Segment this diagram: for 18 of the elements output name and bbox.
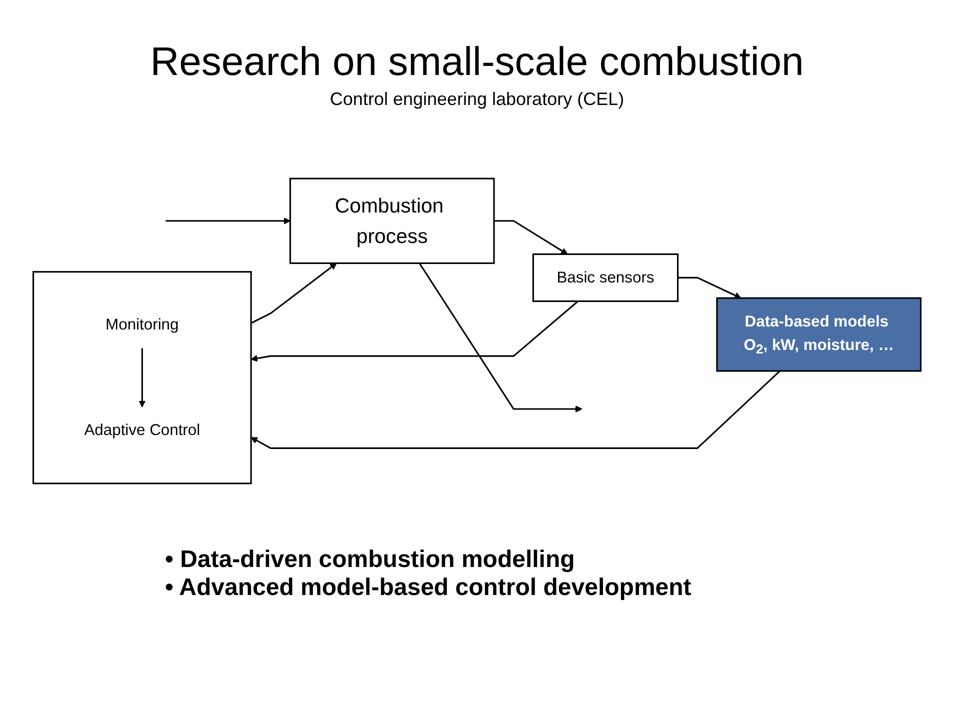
bullet-point: • Data-driven combustion modelling [165,546,575,574]
arrow [138,348,146,408]
arrow [250,262,337,324]
arrow [418,262,582,412]
arrow [494,220,568,254]
node-box: Data-based models O$_{2}$, kW, moisture, … [716,297,922,372]
arrow [250,370,780,449]
arrow [166,217,291,224]
subtitle: Control engineering laboratory (CEL) [330,89,624,110]
arrow [250,300,578,362]
node-text: Adaptive Control [84,422,200,440]
arrow [678,276,742,299]
node-text: Monitoring [106,316,179,334]
node-box: Combustion process [289,178,495,264]
cluster [32,271,252,484]
node-box: Basic sensors [532,253,679,302]
bullet-point: • Advanced model-based control development [165,574,692,602]
title: Research on small-scale combustion [150,40,804,85]
